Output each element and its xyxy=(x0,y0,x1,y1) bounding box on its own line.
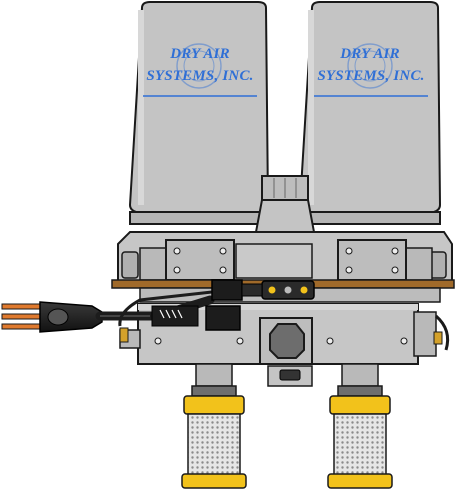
left-filter-cartridge xyxy=(181,363,247,489)
right-logo-mark xyxy=(347,43,393,89)
left-logo-line2: SYSTEMS, INC. xyxy=(146,68,254,84)
left-logo-mark xyxy=(176,43,222,89)
right-logo-line2: SYSTEMS, INC. xyxy=(317,68,425,84)
left-logo-line1: DRY AIR xyxy=(170,46,230,62)
lower-housing xyxy=(119,303,437,387)
right-desiccant-tower xyxy=(298,0,442,225)
power-cord-assembly xyxy=(1,279,263,333)
right-logo-line1: DRY AIR xyxy=(340,46,400,62)
left-desiccant-tower xyxy=(128,0,270,225)
brass-fittings xyxy=(119,314,450,351)
upper-manifold xyxy=(117,231,453,283)
center-connector-block xyxy=(254,175,316,233)
right-filter-cartridge xyxy=(327,363,393,489)
